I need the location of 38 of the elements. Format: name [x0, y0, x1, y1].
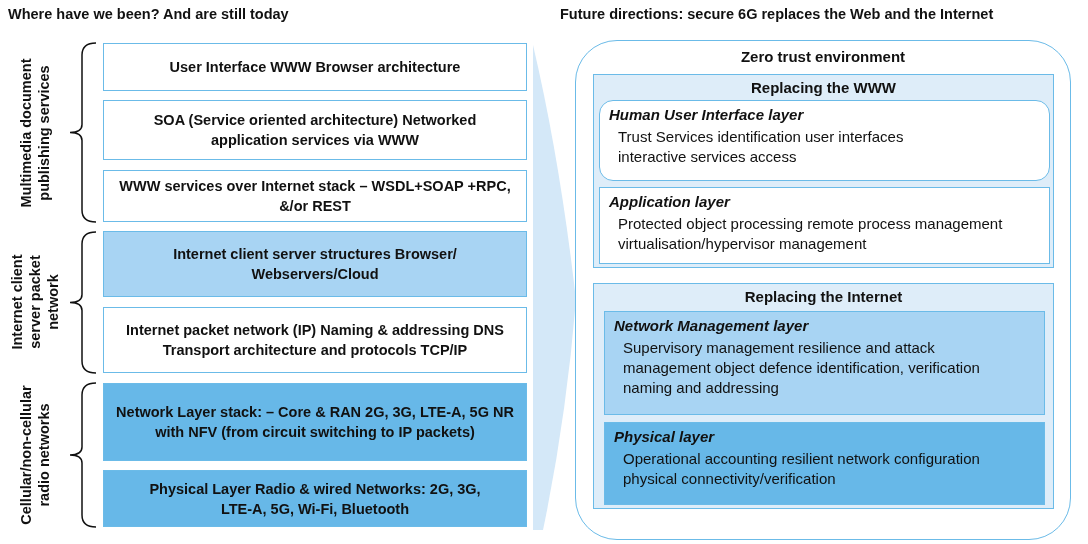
- section-heading: Future directions: secure 6G replaces the Web and the Internet: [560, 6, 994, 22]
- section-heading: Where have we been? And are still today: [8, 6, 289, 22]
- layer-group-panel: [593, 74, 1054, 268]
- layer-label: Network Layer stack: – Core & RAN 2G, 3G, LTE-A, 5G NR with NFV (from circuit switching to IP packets): [115, 403, 515, 442]
- layer-box: [599, 187, 1050, 264]
- layer-title: Network Management layer: [613, 316, 810, 336]
- group-heading: Replacing the Internet: [743, 287, 904, 307]
- layer-label: Internet client server structures Browser/ Webservers/Cloud: [172, 245, 458, 284]
- layer-description: Trust Services identification user interfaces interactive services access: [617, 127, 905, 167]
- group-heading: Zero trust environment: [739, 47, 907, 67]
- brace-label: Internet client server packet network: [8, 253, 62, 352]
- layer-box: [103, 100, 527, 160]
- layer-box: [103, 307, 527, 373]
- layer-label: SOA (Service oriented architecture) Networked application services via WWW: [152, 111, 478, 150]
- layer-box: [103, 170, 527, 222]
- layer-box: [103, 43, 527, 91]
- layer-label: User Interface WWW Browser architecture: [169, 58, 461, 77]
- layer-box: [604, 422, 1045, 505]
- layer-description: Protected object processing remote process management virtualisation/hypervisor management: [617, 214, 1004, 254]
- layer-label: Internet packet network (IP) Naming & addressing DNS Transport architecture and protocols TCP/IP: [125, 321, 505, 360]
- layer-box: [103, 231, 527, 297]
- layer-box: [604, 311, 1045, 415]
- layer-title: Application layer: [608, 192, 732, 212]
- layer-title: Human User Interface layer: [608, 105, 805, 125]
- layer-group-panel: [575, 40, 1071, 540]
- brace-label: Cellular/non-cellular radio networks: [17, 385, 53, 525]
- group-heading: Replacing the WWW: [750, 78, 897, 98]
- layer-box: [599, 100, 1050, 181]
- layer-label: WWW services over Internet stack – WSDL+SOAP +RPC, &/or REST: [118, 177, 512, 216]
- layer-box: [103, 470, 527, 527]
- layer-title: Physical layer: [613, 427, 716, 447]
- transition-wedge: [533, 45, 576, 530]
- layer-description: Supervisory management resilience and attack management object defence identification, verification naming and addressing: [622, 338, 981, 398]
- brace-label: Multimedia document publishing services: [17, 57, 53, 210]
- layer-label: Physical Layer Radio & wired Networks: 2G, 3G, LTE-A, 5G, Wi-Fi, Bluetooth: [148, 479, 482, 519]
- layer-box: [103, 383, 527, 461]
- layer-group-panel: [593, 283, 1054, 509]
- layer-description: Operational accounting resilient network configuration physical connectivity/verification: [622, 449, 981, 489]
